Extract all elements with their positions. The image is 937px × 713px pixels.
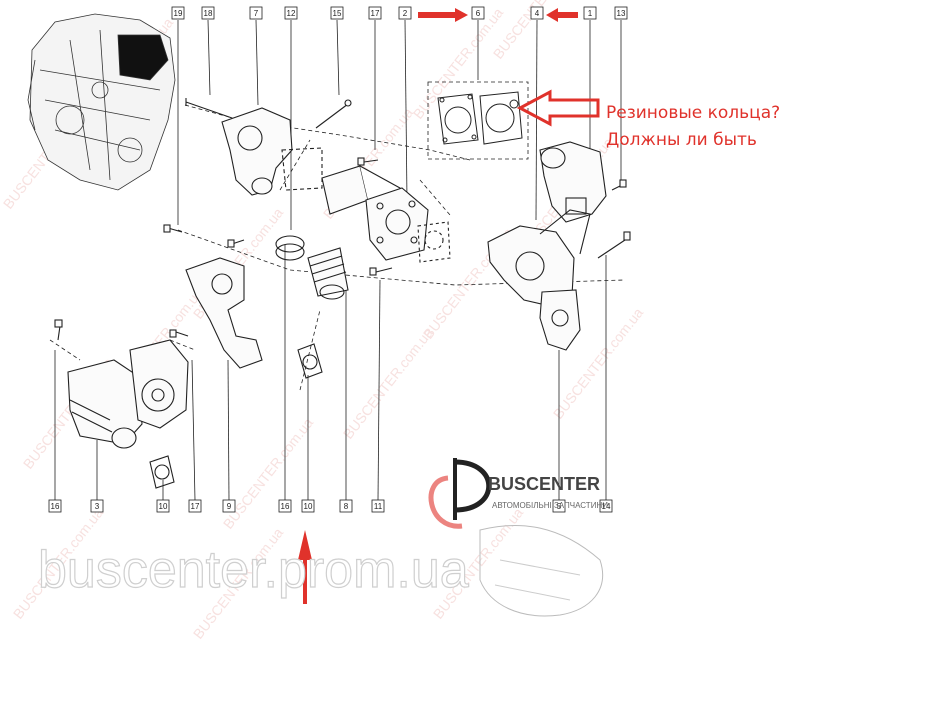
part-label-16: 16 bbox=[278, 499, 292, 513]
part-label-17: 17 bbox=[368, 6, 382, 20]
svg-text:14: 14 bbox=[602, 502, 611, 511]
arrow-left-outline-icon bbox=[516, 89, 600, 127]
part-label-13: 13 bbox=[614, 6, 628, 20]
svg-text:15: 15 bbox=[333, 9, 342, 18]
part-label-10: 10 bbox=[301, 499, 315, 513]
part-label-7: 7 bbox=[249, 6, 263, 20]
svg-text:12: 12 bbox=[287, 9, 296, 18]
buscenter-logo: BUSCENTER АВТОМОБІЛЬНІ ЗАПЧАСТИНИ bbox=[428, 458, 608, 617]
svg-text:10: 10 bbox=[159, 502, 168, 511]
svg-text:13: 13 bbox=[617, 9, 626, 18]
gasket-group-box bbox=[427, 81, 529, 160]
svg-text:11: 11 bbox=[374, 502, 383, 511]
svg-text:7: 7 bbox=[254, 9, 259, 18]
part-label-8: 8 bbox=[339, 499, 353, 513]
svg-text:18: 18 bbox=[204, 9, 213, 18]
logo-brand-text: BUSCENTER bbox=[488, 474, 600, 494]
part-label-9: 9 bbox=[222, 499, 236, 513]
svg-text:10: 10 bbox=[304, 502, 313, 511]
arrow-right-icon bbox=[418, 8, 468, 22]
parts-line-art bbox=[54, 98, 631, 489]
svg-text:2: 2 bbox=[403, 9, 408, 18]
svg-text:9: 9 bbox=[227, 502, 232, 511]
arrow-up-icon bbox=[298, 530, 312, 604]
part-label-6: 6 bbox=[471, 6, 485, 20]
callout-line-2: Должны ли быть bbox=[606, 130, 757, 150]
svg-text:16: 16 bbox=[281, 502, 290, 511]
svg-text:3: 3 bbox=[95, 502, 100, 511]
part-label-12: 12 bbox=[284, 6, 298, 20]
svg-text:17: 17 bbox=[191, 502, 200, 511]
watermark-text: BUSCENTER.com.ua bbox=[340, 325, 437, 442]
part-label-17: 17 bbox=[188, 499, 202, 513]
part-label-1: 1 bbox=[583, 6, 597, 20]
part-label-16: 16 bbox=[48, 499, 62, 513]
leader-lines bbox=[49, 104, 626, 391]
watermark-text: BUSCENTER.com.ua bbox=[410, 5, 507, 122]
arrow-left-icon bbox=[546, 8, 578, 22]
part-label-boxes: 19 18 7 12 15 17 2 6 4 1 13 16 3 10 17 9 16 10 8 11 5 14 bbox=[48, 6, 628, 513]
part-label-3: 3 bbox=[90, 499, 104, 513]
part-label-2: 2 bbox=[398, 6, 412, 20]
svg-text:16: 16 bbox=[51, 502, 60, 511]
gasket-parts bbox=[437, 91, 523, 145]
engine-thumbnail-image bbox=[27, 13, 176, 191]
part-label-14: 14 bbox=[599, 499, 613, 513]
part-label-10: 10 bbox=[156, 499, 170, 513]
part-label-5: 5 bbox=[552, 499, 566, 513]
label-leader-lines bbox=[54, 19, 622, 501]
svg-text:5: 5 bbox=[557, 502, 562, 511]
callout-line-1: Резиновые кольца? bbox=[606, 103, 781, 123]
callout-note: Резиновые кольца? Должны ли быть bbox=[606, 100, 780, 154]
part-label-15: 15 bbox=[330, 6, 344, 20]
svg-text:19: 19 bbox=[174, 9, 183, 18]
part-label-18: 18 bbox=[201, 6, 215, 20]
red-arrows bbox=[298, 8, 600, 604]
part-label-4: 4 bbox=[530, 6, 544, 20]
svg-text:8: 8 bbox=[344, 502, 349, 511]
svg-text:1: 1 bbox=[588, 9, 593, 18]
svg-text:17: 17 bbox=[371, 9, 380, 18]
part-label-19: 19 bbox=[171, 6, 185, 20]
svg-text:4: 4 bbox=[535, 9, 540, 18]
part-label-11: 11 bbox=[371, 499, 385, 513]
svg-text:6: 6 bbox=[476, 9, 481, 18]
watermark-text: BUSCENTER.com.ua bbox=[220, 415, 317, 532]
site-watermark-text: buscenter.prom.ua bbox=[38, 541, 469, 599]
logo-tagline-text: АВТОМОБІЛЬНІ ЗАПЧАСТИНИ bbox=[492, 501, 608, 510]
